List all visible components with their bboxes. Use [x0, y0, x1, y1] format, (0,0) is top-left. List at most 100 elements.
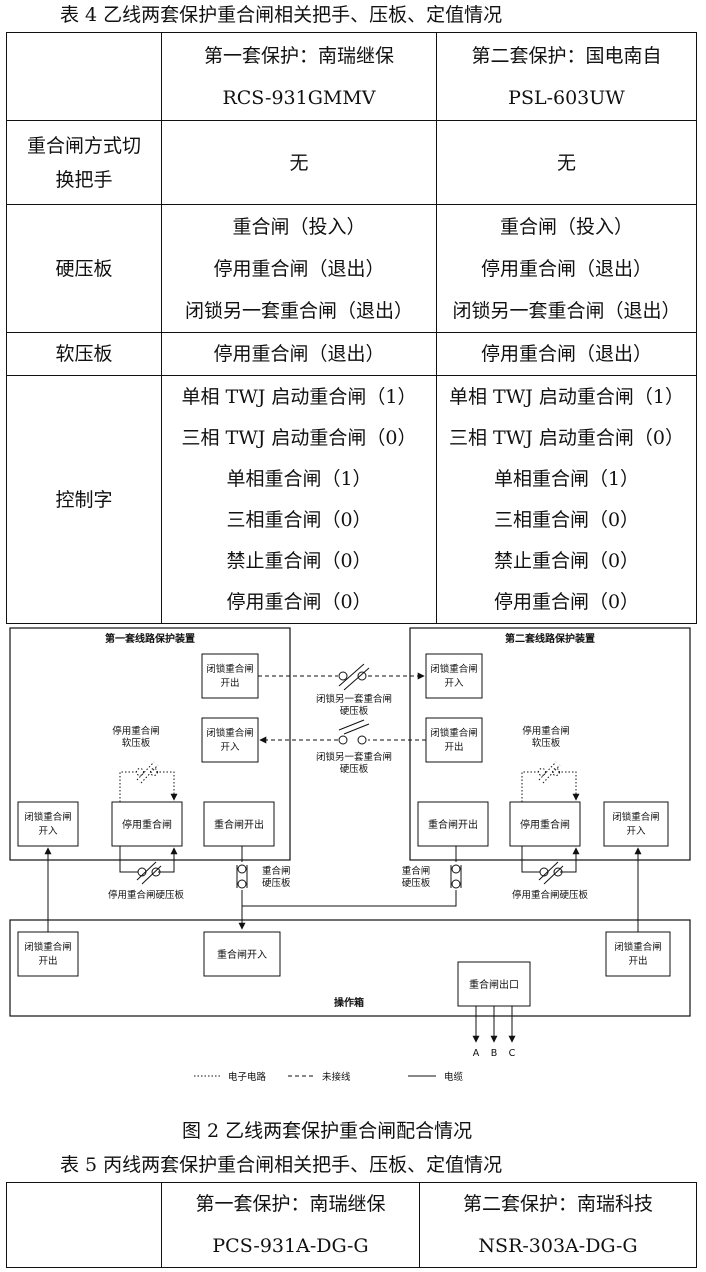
dev2-lock-in-box: 闭锁重合闸 开入: [425, 653, 483, 699]
svg-text:闭锁重合闸: 闭锁重合闸: [612, 811, 660, 823]
table-row: 硬压板 重合闸（投入）停用重合闸（退出）闭锁另一套重合闸（退出） 重合闸（投入）…: [6, 204, 697, 333]
dev2-stop-hard-label: 停用重合闸硬压板: [512, 889, 589, 901]
dev1-soft-line-b: [156, 771, 178, 801]
dev1-lock-in-left-box: 闭锁重合闸 开入: [17, 801, 79, 847]
svg-text:重合闸开入: 重合闸开入: [217, 948, 267, 961]
lock-other-hard-label-1: 闭锁另一套重合闸: [316, 693, 392, 705]
table-cell: 单相 TWJ 启动重合闸（1）三相 TWJ 启动重合闸（0）单相重合闸（1）三相…: [436, 375, 697, 624]
legend-unconnected-label: 未接线: [322, 1071, 351, 1082]
lock-other-hard-label-2: 闭锁另一套重合闸: [316, 751, 392, 763]
op-reclose-exit-box: 重合闸出口: [457, 961, 531, 1007]
svg-text:开出: 开出: [220, 677, 239, 689]
table4-corner-cell: [6, 32, 162, 121]
svg-text:开入: 开入: [444, 678, 464, 689]
dev2-soft-plate: [538, 761, 561, 784]
svg-text:开入: 开入: [220, 742, 240, 753]
lock-other-hard-label-1b: 硬压板: [340, 705, 369, 717]
dev2-hard-line-a: [521, 846, 540, 873]
device1-frame: [9, 627, 291, 861]
svg-text:开出: 开出: [444, 741, 463, 753]
dev2-reclose-out-box: 重合闸开出: [417, 801, 489, 847]
dev2-stop-hard-plate: [538, 861, 564, 885]
op-lock-out-left-box: 闭锁重合闸 开出: [17, 931, 79, 977]
dev2-soft-line-a: [521, 771, 540, 802]
lock-other-hard-plate-2: [338, 719, 370, 745]
phase-b-label: B: [491, 1048, 498, 1059]
svg-text:闭锁重合闸: 闭锁重合闸: [430, 727, 478, 739]
dev1-lock-out-box: 闭锁重合闸 开出: [201, 653, 259, 699]
table-row: 软压板 停用重合闸（退出） 停用重合闸（退出）: [6, 332, 697, 376]
row-label: 软压板: [6, 332, 162, 376]
table-row: 控制字 单相 TWJ 启动重合闸（1）三相 TWJ 启动重合闸（0）单相重合闸（…: [6, 375, 697, 624]
dev1-stop-hard-label: 停用重合闸硬压板: [108, 889, 185, 901]
op-lock-out-right-box: 闭锁重合闸 开出: [605, 931, 671, 977]
dev2-lock-in-right-box: 闭锁重合闸 开入: [603, 801, 669, 847]
lock-other-hard-plate-1: [338, 663, 370, 691]
table5-caption: 表 5 丙线两套保护重合闸相关把手、压板、定值情况: [60, 1154, 503, 1176]
row-label: 硬压板: [6, 204, 162, 333]
dev1-reclose-hard-label: 重合闸: [262, 865, 291, 877]
reclose-coordination-diagram: 第一套线路保护装置 第二套线路保护装置 操作箱 闭锁重合闸 开出 闭锁重合闸 开…: [9, 627, 691, 1082]
dev2-stop-reclose-box: 停用重合闸: [509, 801, 581, 847]
table-cell: 重合闸（投入）停用重合闸（退出）闭锁另一套重合闸（退出）: [161, 204, 437, 333]
table-cell: 停用重合闸（退出）: [436, 332, 697, 376]
dev1-reclose-hard-label-b: 硬压板: [262, 877, 291, 889]
table-cell: 无: [436, 120, 697, 205]
svg-text:开出: 开出: [628, 955, 647, 967]
dev2-soft-plate-label-b: 软压板: [532, 737, 561, 749]
dev1-soft-plate-label-b: 软压板: [122, 737, 151, 749]
legend-electronic-label: 电子电路: [228, 1071, 267, 1082]
table4-caption: 表 4 乙线两套保护重合闸相关把手、压板、定值情况: [60, 4, 503, 26]
opbox-title: 操作箱: [334, 996, 364, 1009]
dev1-stop-reclose-box: 停用重合闸: [111, 801, 183, 847]
dev1-soft-plate-label: 停用重合闸: [112, 725, 160, 737]
table-cell: 停用重合闸（退出）: [161, 332, 437, 376]
svg-text:闭锁重合闸: 闭锁重合闸: [206, 727, 254, 739]
svg-text:停用重合闸: 停用重合闸: [122, 818, 172, 831]
dev1-lock-in-box: 闭锁重合闸 开入: [201, 717, 259, 763]
figure2-caption: 图 2 乙线两套保护重合闸配合情况: [182, 1120, 473, 1142]
opbox-frame: [9, 919, 691, 1017]
dev1-soft-plate: [136, 761, 159, 784]
op-reclose-in-box: 重合闸开入: [203, 931, 281, 977]
phase-c-label: C: [509, 1048, 516, 1059]
lock-other-hard-label-2b: 硬压板: [340, 763, 369, 775]
dev1-hard-line-b: [158, 847, 178, 873]
dev2-soft-plate-label: 停用重合闸: [522, 725, 570, 737]
legend-cable-label: 电缆: [444, 1071, 464, 1082]
dev2-reclose-hard-label: 重合闸: [402, 865, 431, 877]
svg-text:开入: 开入: [626, 826, 646, 837]
phase-a-label: A: [473, 1048, 480, 1059]
svg-text:重合闸开出: 重合闸开出: [428, 818, 478, 831]
dev2-reclose-hard-label-b: 硬压板: [402, 877, 431, 889]
dev2-soft-line-b: [558, 771, 580, 801]
table5-corner-cell: [6, 1182, 162, 1268]
table-cell: 无: [161, 120, 437, 205]
svg-text:开出: 开出: [38, 955, 57, 967]
svg-text:闭锁重合闸: 闭锁重合闸: [24, 811, 72, 823]
dev1-stop-hard-plate: [136, 861, 162, 885]
device1-title: 第一套线路保护装置: [105, 632, 195, 645]
dev1-reclose-out-box: 重合闸开出: [203, 801, 275, 847]
svg-text:闭锁重合闸: 闭锁重合闸: [430, 663, 478, 675]
table-row: 重合闸方式切换把手 无 无: [6, 120, 697, 205]
svg-text:重合闸开出: 重合闸开出: [214, 818, 264, 831]
table-cell: 单相 TWJ 启动重合闸（1）三相 TWJ 启动重合闸（0）单相重合闸（1）三相…: [161, 375, 437, 624]
row-label: 重合闸方式切换把手: [6, 120, 162, 205]
svg-text:停用重合闸: 停用重合闸: [520, 818, 570, 831]
dev1-soft-line-a: [119, 771, 138, 802]
dev2-lock-out-box: 闭锁重合闸 开出: [425, 717, 483, 763]
device2-title: 第二套线路保护装置: [505, 632, 595, 645]
dev2-reclose-hard-plate: [450, 864, 462, 889]
svg-text:重合闸出口: 重合闸出口: [469, 978, 519, 991]
svg-text:闭锁重合闸: 闭锁重合闸: [614, 941, 662, 953]
row-label: 控制字: [6, 375, 162, 624]
